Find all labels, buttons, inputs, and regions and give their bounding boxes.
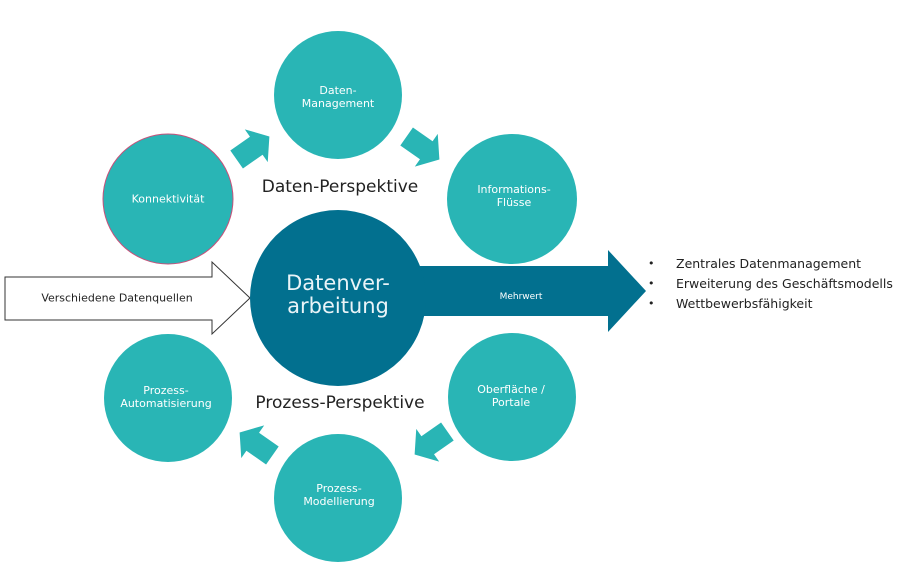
datenquellen-label: Verschiedene Datenquellen <box>41 291 193 305</box>
konnektivitaet-label: Konnektivität <box>131 192 205 206</box>
prozess-modellierung-label: Prozess- Modellierung <box>303 482 375 508</box>
daten-management-circle <box>274 31 402 159</box>
informations-fluesse-circle <box>447 134 577 264</box>
connector-arrow-modellierung-to-automatisierung <box>239 425 279 465</box>
daten-management-label: Daten- Management <box>301 84 375 110</box>
connector-arrow-konnektivitaet-to-management <box>230 129 270 169</box>
prozess-perspektive-label: Prozess-Perspektive <box>255 393 425 413</box>
oberflaeche-portale-circle <box>448 333 576 461</box>
datenverarbeitung-label: Datenver- arbeitung <box>286 271 390 318</box>
connector-arrow-portale-to-modellierung <box>414 422 454 462</box>
benefits-list: Zentrales Datenmanagement Erweiterung de… <box>648 254 893 314</box>
prozess-modellierung-circle <box>274 434 402 562</box>
connector-arrow-management-to-fluesse <box>400 127 440 167</box>
benefit-item: Erweiterung des Geschäftsmodells <box>648 274 893 294</box>
datenquellen-arrow <box>4 260 251 336</box>
oberflaeche-portale-label: Oberfläche / Portale <box>477 383 545 409</box>
benefit-item: Zentrales Datenmanagement <box>648 254 893 274</box>
informations-fluesse-label: Informations- Flüsse <box>477 183 551 209</box>
prozess-automatisierung-label: Prozess- Automatisierung <box>120 384 212 410</box>
benefit-item: Wettbewerbsfähigkeit <box>648 294 893 314</box>
datenverarbeitung-circle <box>250 210 426 386</box>
mehrwert-arrow <box>410 250 646 332</box>
konnektivitaet-circle <box>102 133 234 265</box>
mehrwert-label: Mehrwert <box>499 292 543 302</box>
prozess-automatisierung-circle <box>104 334 232 462</box>
daten-perspektive-label: Daten-Perspektive <box>261 177 419 197</box>
